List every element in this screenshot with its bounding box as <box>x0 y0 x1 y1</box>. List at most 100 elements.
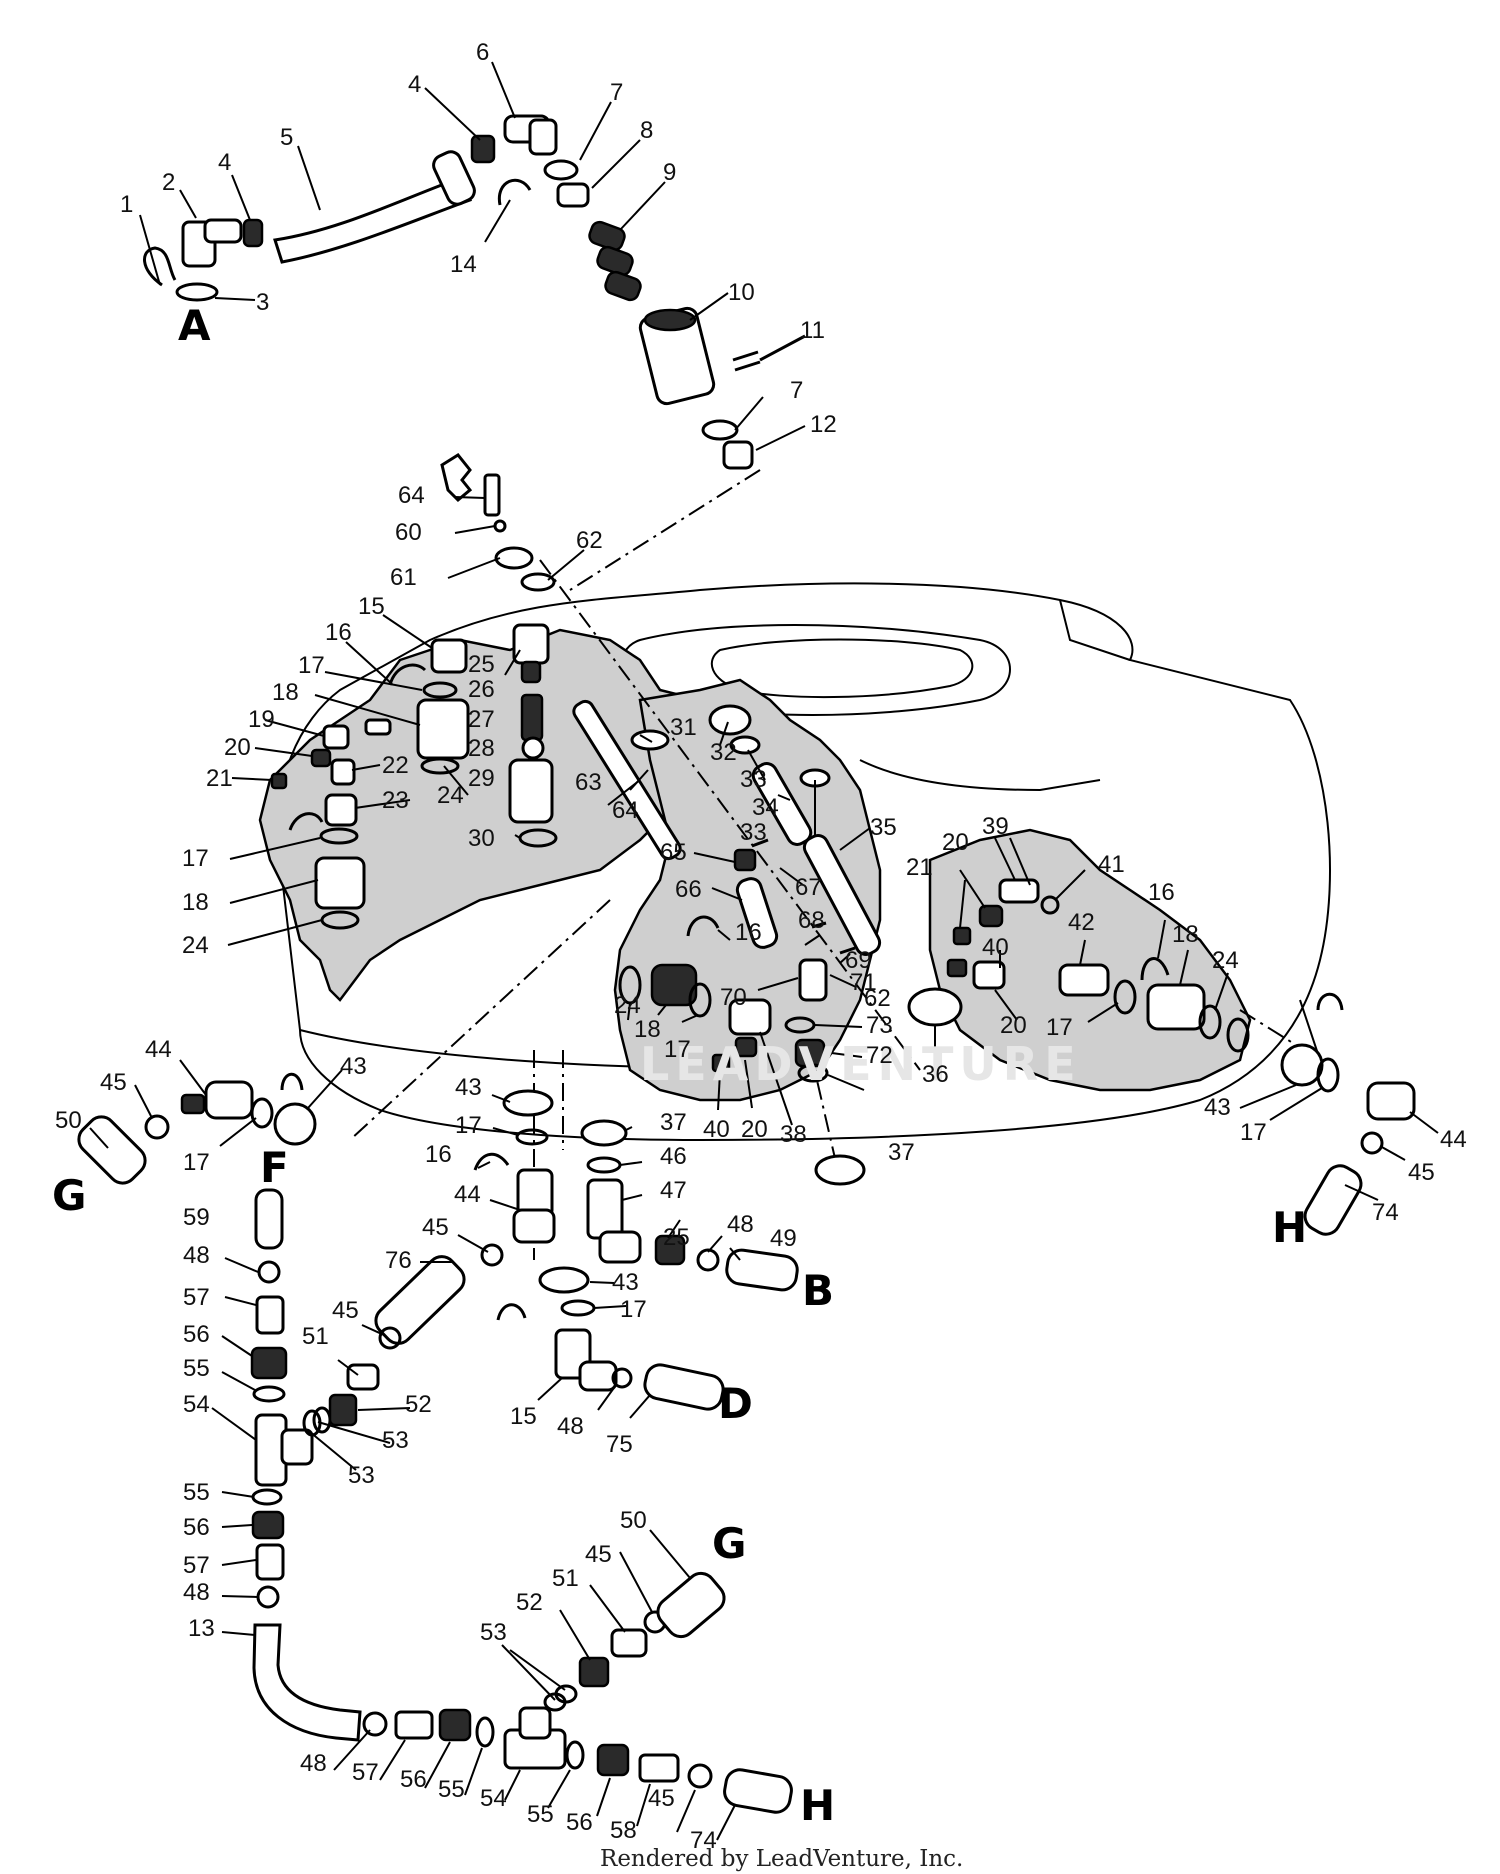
clip-right <box>1316 992 1344 1011</box>
callout-43-b: 43 <box>340 1053 367 1080</box>
o-ring-7b <box>701 419 739 441</box>
callout-3: 3 <box>256 289 269 316</box>
right-manifold <box>946 878 1250 1053</box>
washer-55c <box>475 1716 495 1748</box>
section-letter-b: B <box>802 1266 834 1315</box>
washer-53d <box>554 1684 578 1704</box>
cap-61 <box>494 546 534 570</box>
callout-4-top: 4 <box>408 71 421 98</box>
callout-57-c: 57 <box>352 1759 379 1786</box>
callout-44-b: 44 <box>454 1181 481 1208</box>
section-letters: A B D F G G H H <box>52 301 1307 1830</box>
part-67 <box>751 838 769 848</box>
o-ring-62 <box>520 572 556 592</box>
callout-45-a: 45 <box>100 1069 127 1096</box>
callout-42: 42 <box>1068 909 1095 936</box>
hose-74a <box>1303 1164 1363 1236</box>
clip-16c <box>686 915 720 937</box>
callout-34: 34 <box>752 794 779 821</box>
fitting-23 <box>324 793 358 827</box>
callout-17-f: 17 <box>183 1149 210 1176</box>
o-ring-17d <box>1113 979 1137 1015</box>
clip-16a <box>388 663 427 686</box>
callout-55-c: 55 <box>438 1776 465 1803</box>
callout-44-a: 44 <box>145 1036 172 1063</box>
callout-48-d: 48 <box>183 1579 210 1606</box>
callout-43-a: 43 <box>1204 1094 1231 1121</box>
clamp-48e <box>362 1711 388 1737</box>
clip-16b <box>288 812 324 831</box>
elbow-44c-arm <box>512 1208 556 1244</box>
callout-56-b: 56 <box>183 1514 210 1541</box>
callout-24-d: 24 <box>1212 947 1239 974</box>
callout-54-b: 54 <box>480 1785 507 1812</box>
washer-55a <box>252 1385 286 1403</box>
callout-55-d: 55 <box>527 1801 554 1828</box>
callout-69: 69 <box>845 947 872 974</box>
callout-48-e: 48 <box>300 1750 327 1777</box>
nut-56b <box>251 1510 285 1540</box>
nut-37a <box>580 1119 628 1147</box>
callout-38: 38 <box>780 1121 807 1148</box>
fitting-65 <box>733 848 757 872</box>
barb-58 <box>638 1753 680 1783</box>
o-ring-7a <box>543 159 579 181</box>
center-tubes <box>572 699 963 1083</box>
callout-57-a: 57 <box>183 1284 210 1311</box>
tube-66 <box>735 877 779 949</box>
callout-55-a: 55 <box>183 1355 210 1382</box>
center-downpipe-right <box>580 1119 866 1292</box>
section-letter-h-right: H <box>1272 1203 1307 1252</box>
spring-27 <box>520 693 544 742</box>
hose-59 <box>254 1188 284 1250</box>
center-lower-valve <box>618 915 772 1073</box>
callout-73: 73 <box>866 1012 893 1039</box>
callout-25-a: 25 <box>468 651 495 678</box>
callout-20-c: 20 <box>1000 1012 1027 1039</box>
strainer-cap-8 <box>556 182 590 208</box>
valve-26 <box>520 660 542 684</box>
callout-14: 14 <box>450 251 477 278</box>
valve-18a <box>416 698 470 760</box>
section-letter-d: D <box>718 1379 753 1428</box>
callout-27: 27 <box>468 706 495 733</box>
leader-lines <box>89 61 1439 1841</box>
top-feed-assembly <box>143 114 806 470</box>
tank-outline <box>277 582 1331 1142</box>
nut-56a <box>250 1346 288 1380</box>
callout-9: 9 <box>663 159 676 186</box>
tee-22 <box>330 758 356 786</box>
clip-16e <box>473 1152 510 1171</box>
strainer-screen-9 <box>588 220 642 302</box>
callout-21-a: 21 <box>206 765 233 792</box>
washer-53b <box>312 1406 332 1434</box>
callout-20-b: 20 <box>942 829 969 856</box>
callout-17-e: 17 <box>1240 1119 1267 1146</box>
o-ring-17g <box>515 1128 549 1146</box>
plug-21a <box>270 772 288 790</box>
fitting-42 <box>1058 963 1110 997</box>
callout-53-c: 53 <box>480 1619 507 1646</box>
callout-48-b: 48 <box>727 1211 754 1238</box>
callout-41: 41 <box>1098 851 1125 878</box>
housing-29 <box>508 758 554 824</box>
plug-40b <box>946 958 968 978</box>
callout-57-b: 57 <box>183 1552 210 1579</box>
callout-45-f: 45 <box>648 1785 675 1812</box>
callout-40-b: 40 <box>982 934 1009 961</box>
valve-body-25 <box>512 623 550 665</box>
callout-28: 28 <box>468 735 495 762</box>
callout-15-lower: 15 <box>510 1403 537 1430</box>
callout-60: 60 <box>395 519 422 546</box>
o-ring-60 <box>493 519 507 533</box>
callout-45-e: 45 <box>585 1541 612 1568</box>
barb-57c <box>394 1710 434 1740</box>
elbow-38 <box>728 998 772 1036</box>
fitting-12 <box>722 440 754 470</box>
callout-19: 19 <box>248 706 275 733</box>
callout-24-c: 24 <box>614 992 641 1019</box>
clamp-48c <box>257 1260 281 1284</box>
callout-54-a: 54 <box>183 1391 210 1418</box>
section-letter-a: A <box>178 301 211 350</box>
